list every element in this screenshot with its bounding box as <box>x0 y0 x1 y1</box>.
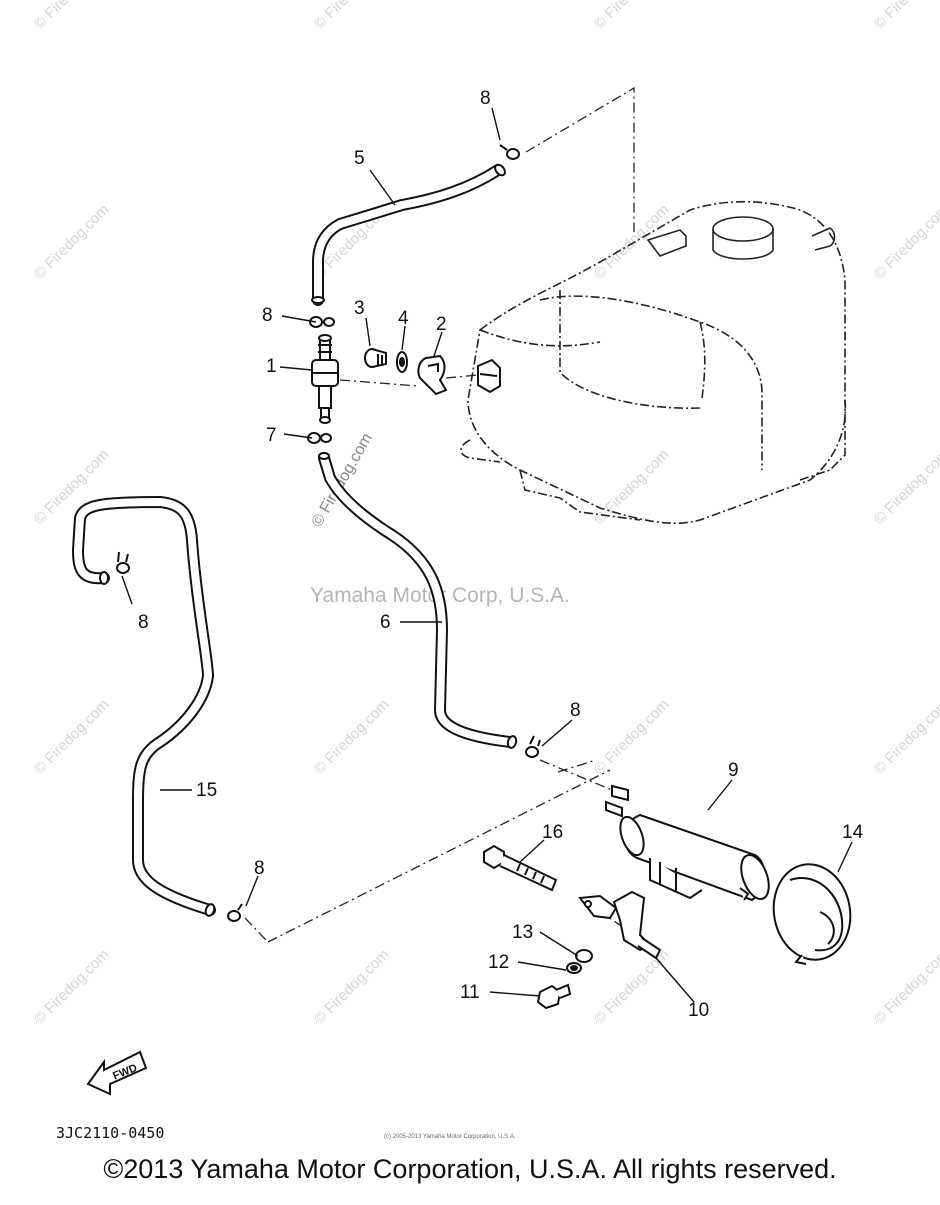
callout-8: 8 <box>254 858 265 879</box>
fuel-tank <box>460 200 847 525</box>
callout-6: 6 <box>380 612 391 633</box>
watermark: © Firedog.com <box>31 446 113 528</box>
watermark: © Firedog.com <box>311 946 393 1028</box>
watermark: © Firedog.com <box>871 0 940 33</box>
callout-10: 10 <box>688 1000 709 1021</box>
watermark: © Firedog.com <box>31 0 113 33</box>
hose-clips <box>116 144 541 922</box>
copyright-notice: ©2013 Yamaha Motor Corporation, U.S.A. A… <box>103 1154 837 1184</box>
clip-8a <box>499 144 520 160</box>
watermark: © Firedog.com <box>31 201 113 283</box>
clip-8b <box>309 316 335 328</box>
callout-16: 16 <box>542 822 563 843</box>
cover-14 <box>772 863 852 965</box>
callout-2: 2 <box>436 314 447 335</box>
watermark: © Firedog.com <box>871 446 940 528</box>
watermark: © Firedog.com <box>31 696 113 778</box>
hose-6 <box>318 452 516 748</box>
callout-9: 9 <box>728 760 739 781</box>
watermark: © Firedog.com <box>871 696 940 778</box>
clip-8c <box>116 551 130 574</box>
washer-4 <box>396 351 408 373</box>
callout-15: 15 <box>196 780 217 801</box>
fuel-cock <box>311 334 339 424</box>
callout-12: 12 <box>488 952 509 973</box>
screw-3 <box>364 348 387 368</box>
hose-ends <box>99 163 518 917</box>
bracket-10 <box>578 890 662 960</box>
callout-13: 13 <box>512 922 533 943</box>
callout-7: 7 <box>266 425 277 446</box>
callout-11: 11 <box>460 982 480 1003</box>
hose-15 <box>72 496 216 916</box>
callout-lines <box>121 107 853 1003</box>
callout-8: 8 <box>262 305 273 326</box>
diagram-code: 3JC2110-0450 <box>56 1124 164 1142</box>
fwd-arrow-icon: FWD <box>86 1050 148 1096</box>
tank-fitting <box>477 358 501 394</box>
callout-labels: 8 5 8 3 4 2 1 7 8 6 8 9 15 16 14 8 13 12… <box>138 88 864 1021</box>
small-credit: (c) 2005-2013 Yamaha Motor Corporation, … <box>384 1134 516 1140</box>
callout-8: 8 <box>570 700 581 721</box>
fuel-pump <box>605 784 770 902</box>
watermark: © Firedog.com <box>871 201 940 283</box>
callout-14: 14 <box>842 822 864 843</box>
watermark: © Firedog.com <box>31 946 113 1028</box>
small-parts <box>536 949 593 1010</box>
hoses <box>72 164 516 916</box>
watermark: © Firedog.com <box>591 0 673 33</box>
hose-5 <box>312 164 504 306</box>
callout-3: 3 <box>354 298 365 319</box>
clip-8e <box>227 903 243 922</box>
bolt-16 <box>483 844 558 892</box>
watermark: © Firedog.com <box>311 0 393 33</box>
callout-1: 1 <box>266 356 277 377</box>
callout-8: 8 <box>138 612 149 633</box>
leader-lines <box>244 86 635 943</box>
watermark: © Firedog.com <box>591 696 673 778</box>
callout-4: 4 <box>398 308 409 329</box>
watermark: © Firedog.com <box>591 201 673 283</box>
callout-5: 5 <box>354 148 365 169</box>
clip-8d <box>525 735 541 758</box>
watermark: © Firedog.com <box>591 946 673 1028</box>
callout-8: 8 <box>480 88 491 109</box>
watermark: © Firedog.com <box>871 946 940 1028</box>
watermark: © Firedog.com <box>311 696 393 778</box>
holder-2 <box>417 354 448 396</box>
